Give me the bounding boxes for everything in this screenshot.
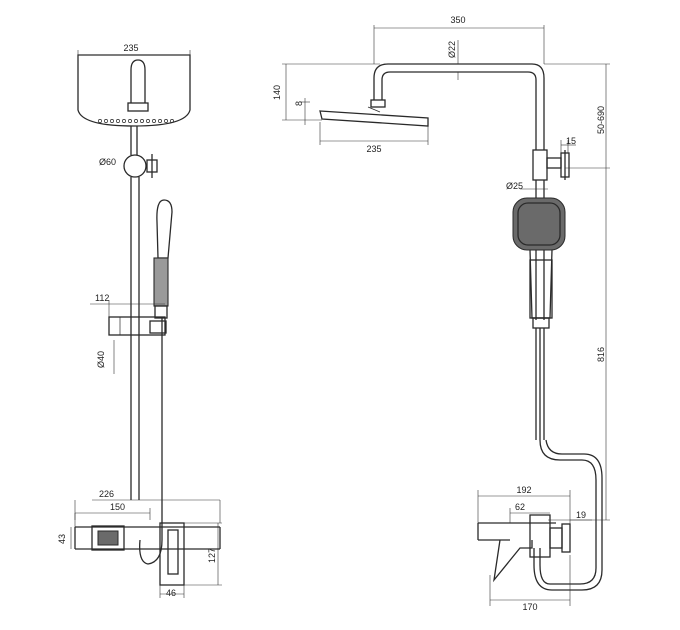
side-diverter [532,149,570,181]
front-diverter [123,154,158,178]
side-arm-length-label: 350 [450,15,465,25]
side-head-drop-label: 140 [272,85,282,100]
front-holder-width-label: 112 [95,293,109,303]
front-slide-holder [108,316,167,336]
side-mixer [477,514,571,583]
side-hand-shower-diameter-label: Ø25 [506,181,523,191]
side-shower-head [319,106,429,127]
front-spout-width-label: 150 [110,502,125,512]
front-spout-height-label: 43 [57,534,67,544]
front-head-width-label: 235 [123,43,138,53]
side-wall-offset-label: 19 [576,510,586,520]
front-dimensions [70,50,222,598]
front-diverter-diameter-label: Ø60 [99,157,116,167]
side-view: 350 Ø22 140 8 235 50-690 15 Ø25 816 192 … [272,15,610,612]
front-hand-shower [153,199,173,319]
side-head-thickness-label: 8 [294,101,304,106]
side-height-adjust-label: 50-690 [596,106,606,134]
front-mixer-height-label: 127 [207,548,217,563]
side-arm-diameter-label: Ø22 [447,41,457,58]
side-bar-height-label: 816 [596,347,606,362]
side-hand-shower [512,197,566,329]
side-spout-offset-label: 62 [515,502,525,512]
front-shower-head [77,54,191,127]
side-body-width-label: 192 [516,485,531,495]
front-view: 235 Ø60 112 Ø40 226 150 43 127 46 [57,43,222,598]
front-body-width-label: 226 [99,489,114,499]
side-mixer-depth-label: 170 [522,602,537,612]
front-bar-diameter-label: Ø40 [96,351,106,368]
side-dimensions [282,25,610,606]
front-mixer [74,522,221,586]
side-diverter-depth-label: 15 [566,136,576,146]
side-head-width-label: 235 [366,144,381,154]
side-shower-arm [370,63,545,150]
front-mixer-depth-label: 46 [166,588,176,598]
